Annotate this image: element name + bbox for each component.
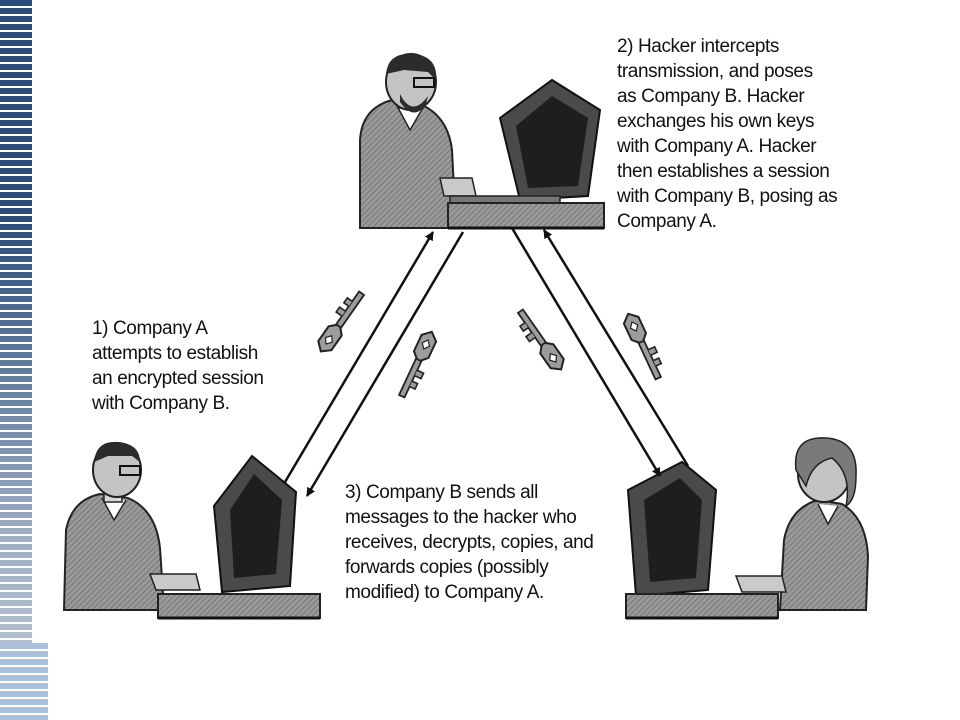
arrow-icon-hacker-to-a (305, 231, 465, 497)
slide-decoration-block (0, 643, 48, 720)
company-a-person-icon (62, 441, 201, 611)
hacker-person-icon (359, 53, 477, 229)
company-b-desk (625, 593, 779, 620)
key-icon-4 (619, 308, 669, 383)
key-icon-3 (511, 305, 569, 377)
step-2-caption: 2) Hacker intercepts transmission, and p… (617, 36, 838, 232)
hacker-computer-monitor-icon (449, 78, 602, 207)
arrow-icon-b-to-hacker (542, 229, 690, 467)
company-b-person-icon (734, 437, 870, 611)
hacker-desk (447, 202, 605, 230)
key-icon-2 (393, 327, 442, 402)
company-a-desk (157, 593, 321, 620)
step-3-caption: 3) Company B sends all messages to the h… (345, 482, 594, 603)
slide-decoration-fade (0, 0, 32, 720)
hacker-workstation (359, 53, 605, 230)
company-b-computer-monitor-icon (626, 460, 718, 598)
company-a-workstation (62, 441, 321, 620)
company-a-computer-monitor-icon (212, 454, 298, 594)
arrow-icon-a-to-hacker (283, 231, 435, 483)
step-1-caption: 1) Company A attempts to establish an en… (92, 318, 264, 414)
company-b-workstation (625, 437, 870, 620)
arrow-icon-hacker-to-b (510, 227, 662, 477)
